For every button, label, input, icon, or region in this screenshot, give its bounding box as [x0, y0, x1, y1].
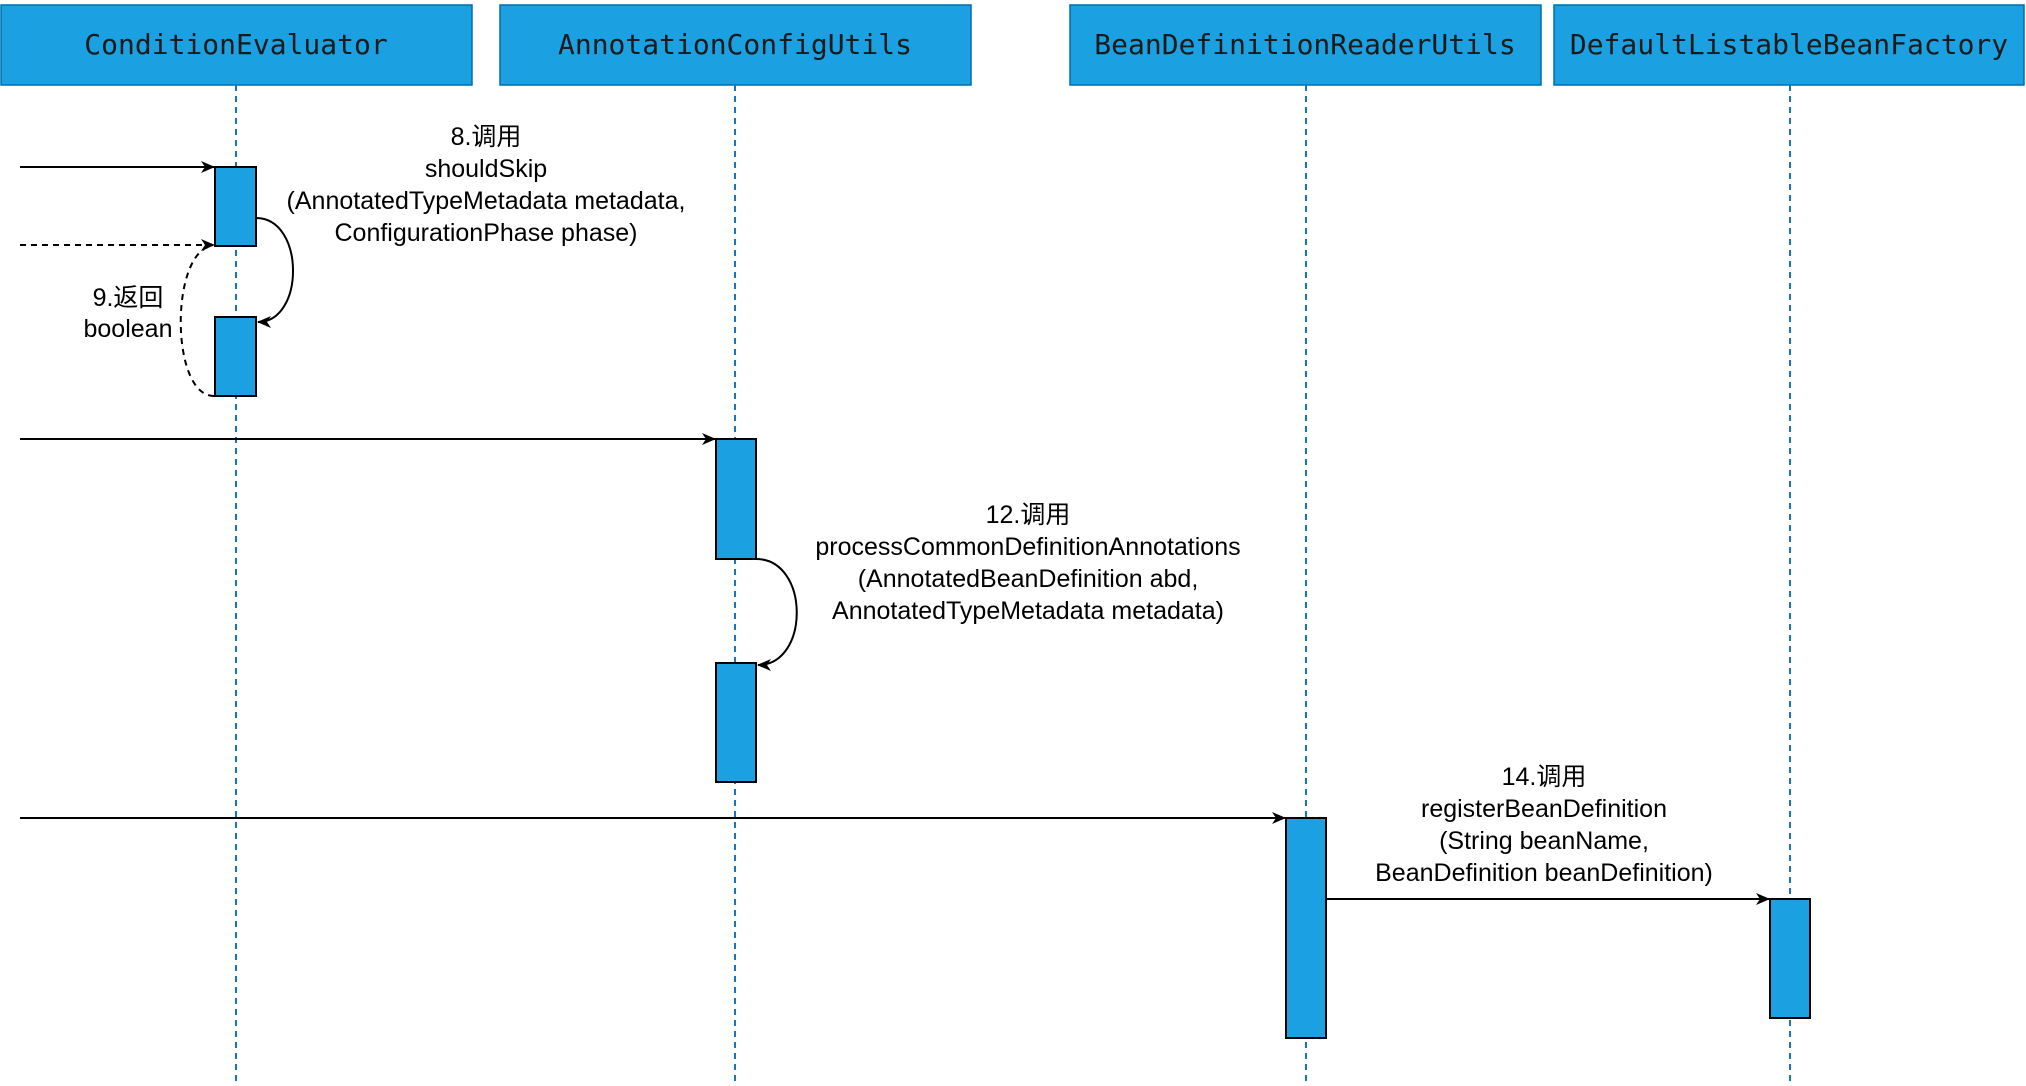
participant-label: DefaultListableBeanFactory	[1570, 28, 2008, 61]
label-line: (AnnotatedBeanDefinition abd,	[858, 565, 1199, 593]
participant-label: BeanDefinitionReaderUtils	[1094, 28, 1515, 61]
label-line: processCommonDefinitionAnnotations	[815, 533, 1240, 561]
label-line: AnnotatedTypeMetadata metadata)	[832, 597, 1224, 625]
label-line: boolean	[84, 315, 173, 343]
label-line: BeanDefinition beanDefinition)	[1375, 859, 1713, 887]
activation-annotation-config-utils-2	[715, 662, 757, 783]
activation-annotation-config-utils-1	[715, 438, 757, 560]
label-line: ConfigurationPhase phase)	[335, 219, 638, 247]
participant-condition-evaluator[interactable]: ConditionEvaluator	[0, 4, 473, 86]
activation-bean-definition-reader-utils	[1285, 817, 1327, 1039]
self-call-arrow-process-common	[755, 558, 798, 671]
message-label-14: 14.调用 registerBeanDefinition (String bea…	[1375, 763, 1713, 887]
self-return-arrow-boolean	[179, 245, 215, 397]
message-label-12: 12.调用 processCommonDefinitionAnnotations…	[815, 501, 1240, 625]
label-line: 9.返回	[93, 284, 164, 312]
participant-label: AnnotationConfigUtils	[558, 28, 912, 61]
participant-default-listable-bean-factory[interactable]: DefaultListableBeanFactory	[1553, 4, 2025, 86]
participant-label: ConditionEvaluator	[84, 28, 387, 61]
participant-annotation-config-utils[interactable]: AnnotationConfigUtils	[499, 4, 972, 86]
self-call-arrow-should-skip	[255, 217, 294, 328]
label-line: registerBeanDefinition	[1421, 795, 1667, 823]
participant-bean-definition-reader-utils[interactable]: BeanDefinitionReaderUtils	[1069, 4, 1542, 86]
label-line: shouldSkip	[425, 155, 547, 183]
activation-condition-evaluator-1	[214, 166, 257, 247]
activation-condition-evaluator-2	[214, 316, 257, 397]
label-line: (AnnotatedTypeMetadata metadata,	[287, 187, 686, 215]
message-label-8: 8.调用 shouldSkip (AnnotatedTypeMetadata m…	[287, 123, 686, 247]
message-label-9: 9.返回 boolean	[84, 284, 173, 343]
label-line: 12.调用	[986, 501, 1071, 529]
label-line: 14.调用	[1502, 763, 1587, 791]
activation-default-listable-bean-factory	[1769, 898, 1811, 1019]
label-line: (String beanName,	[1439, 827, 1649, 855]
label-line: 8.调用	[451, 123, 522, 151]
